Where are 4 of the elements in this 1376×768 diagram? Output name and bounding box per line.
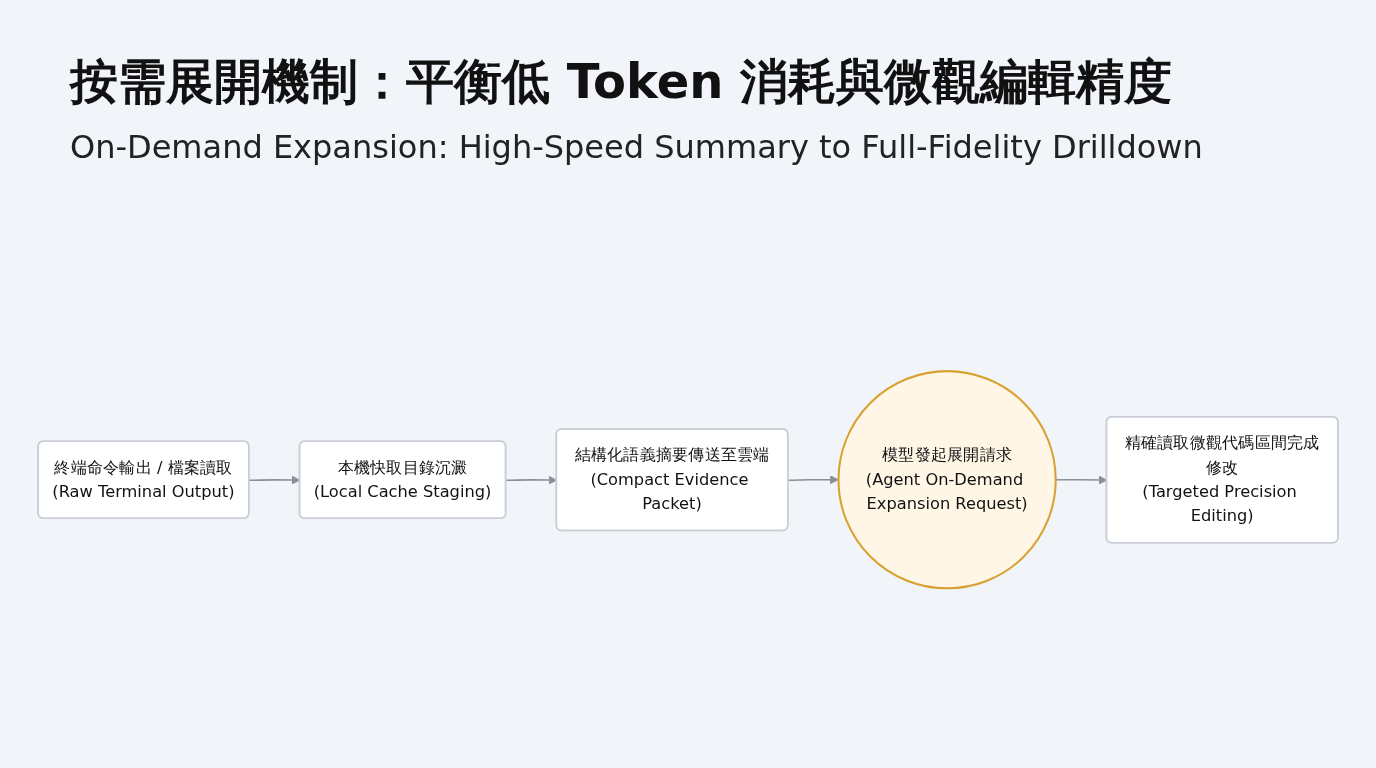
subtitle: On-Demand Expansion: High-Speed Summary to Full-Fidelity Drilldown xyxy=(70,128,1204,166)
arrow xyxy=(787,475,839,485)
title: 按需展開機制：平衡低 Token 消耗與微觀編輯精度 xyxy=(70,52,1174,111)
node-circle: 模型發起展開請求 (Agent On-Demand Expansion Request) xyxy=(837,370,1057,590)
